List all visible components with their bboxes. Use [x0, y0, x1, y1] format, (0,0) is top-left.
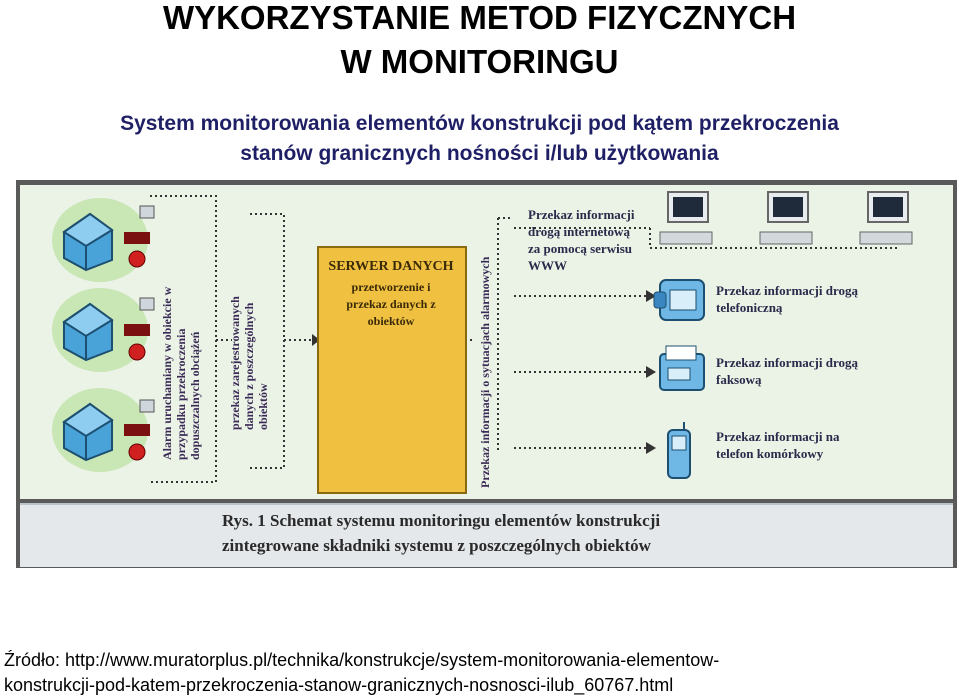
house-icon [62, 302, 114, 362]
sensor-unit-icon [124, 297, 155, 361]
alarm-bracket [150, 195, 232, 483]
figure-caption-line2: zintegrowane składniki systemu z poszcze… [222, 536, 651, 555]
arrow-head [646, 366, 656, 378]
transfer-label: przekaz zarejestrowanych danych z poszcz… [228, 296, 270, 430]
server-title: SERWER DANYCH [328, 259, 454, 274]
alarm-info-label: Przekaz informacji o sytuacjach alarmowy… [478, 256, 492, 488]
source-line2: konstrukcji-pod-katem-przekroczenia-stan… [4, 675, 674, 695]
computer-icon [859, 191, 913, 245]
house-icon [62, 402, 114, 462]
computer-icon [759, 191, 813, 245]
mobile-output-label: Przekaz informacji na telefon komórkowy [716, 429, 840, 461]
transfer-bracket [250, 213, 312, 469]
alarm-label: Alarm uruchamiany w obiekcie w przypadku… [160, 286, 202, 460]
arrow-head [646, 442, 656, 454]
main-title-line2: W MONITORINGU [340, 43, 619, 80]
subtitle-line2: stanów granicznych nośności i/lub użytko… [240, 142, 719, 165]
house-icon [62, 212, 114, 272]
www-output-label: Przekaz informacji drogą internetową za … [528, 207, 635, 273]
figure-caption-line1: Rys. 1 Schemat systemu monitoringu eleme… [222, 511, 661, 530]
phone-output-label: Przekaz informacji drogą telefoniczną [716, 283, 858, 315]
fax-icon [659, 345, 705, 391]
arrow-head [646, 290, 656, 302]
fax-output-label: Przekaz informacji drogą faksową [716, 355, 858, 387]
arrow-to-server [312, 334, 320, 346]
source-line1: Źródło: http://www.muratorplus.pl/techni… [4, 650, 720, 670]
sensor-unit-icon [124, 399, 155, 461]
mobile-phone-icon [667, 422, 691, 479]
data-server-box [317, 246, 467, 494]
telephone-icon [653, 279, 705, 321]
output-connectors [465, 217, 900, 450]
main-title-line1: WYKORZYSTANIE METOD FIZYCZNYCH [162, 0, 797, 36]
subtitle-line1: System monitorowania elementów konstrukc… [120, 112, 839, 135]
sensor-unit-icon [124, 205, 155, 268]
caption-band [20, 503, 953, 567]
server-subtitle: przetworzenie i przekaz danych z obiektó… [346, 280, 436, 328]
computer-icon [659, 191, 713, 245]
